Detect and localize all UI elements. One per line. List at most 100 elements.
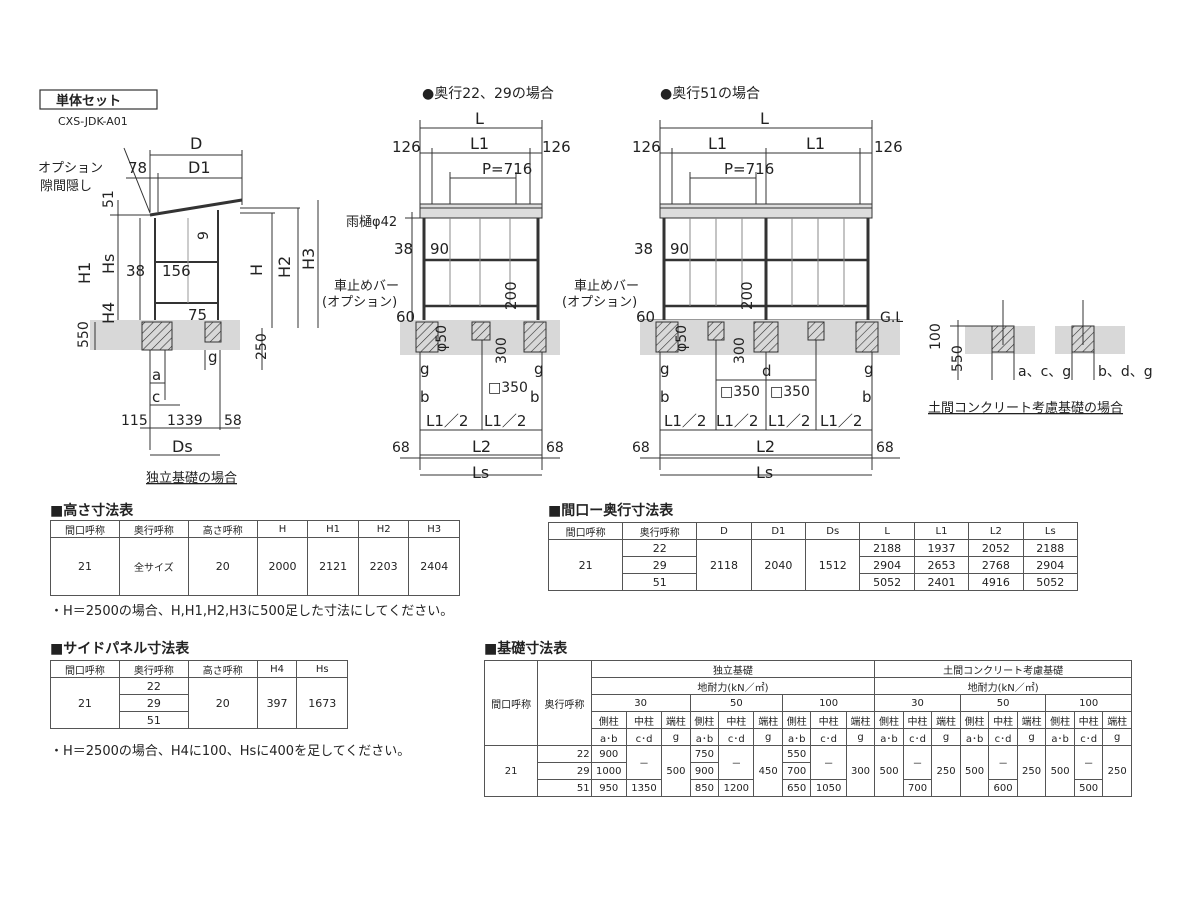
detail-label-acg: a、c、g	[1018, 364, 1071, 380]
base-th-code: c･d	[810, 728, 847, 746]
base-th-code: g	[753, 728, 783, 746]
base-cell: 650	[781, 779, 812, 797]
opening-cell-D1: 2040	[750, 539, 807, 591]
base-th-code: c･d	[625, 728, 663, 746]
front2-300: 300	[732, 337, 748, 364]
height-th-H3: H3	[408, 520, 460, 538]
panel-th: 高さ呼称	[187, 660, 258, 678]
base-cell: 250	[1016, 745, 1047, 797]
base-th-post: 端柱	[845, 711, 876, 729]
height-cell: 全サイズ	[118, 537, 189, 596]
front2-126a: 126	[632, 138, 661, 156]
height-th-width: 間口呼称	[50, 520, 120, 538]
label-Hs: Hs	[99, 254, 118, 274]
height-table-note: ・H＝2500の場合、H,H1,H2,H3に500足した寸法にしてください。	[50, 604, 454, 619]
base-cell: 250	[1102, 745, 1132, 797]
foundation-detail-lines	[950, 300, 1125, 380]
front1-126a: 126	[392, 138, 421, 156]
drawing-area: 単体セット CXS-JDK-A01 D D1 78 オプション 隙間隠し 51 …	[38, 85, 1153, 486]
height-cell: 2203	[357, 537, 410, 596]
opening-cell: 51	[622, 573, 698, 591]
base-th-post: 中柱	[625, 711, 663, 729]
front2-L1b: L1	[806, 134, 825, 153]
base-cell-depth: 51	[537, 779, 592, 797]
base-cell: 300	[845, 745, 876, 797]
detail-label-bdg: b、d、g	[1098, 364, 1153, 380]
opening-th: Ds	[805, 522, 861, 540]
panel-cell-width: 21	[50, 677, 120, 729]
base-th-code: c･d	[1073, 728, 1104, 746]
base-th-post: 側柱	[689, 711, 720, 729]
label-58: 58	[224, 413, 242, 429]
base-th-post: 中柱	[718, 711, 755, 729]
base-cell-depth: 29	[537, 762, 592, 780]
base-cell: 1000	[590, 762, 627, 780]
base-cell: 550	[781, 745, 812, 763]
height-th-H: H	[256, 520, 309, 538]
side-panel-table-title: ■サイドパネル寸法表	[50, 641, 190, 657]
base-th-post: 側柱	[874, 711, 904, 729]
panel-th: H4	[256, 660, 298, 678]
base-table-title: ■基礎寸法表	[484, 641, 568, 657]
front1-90: 90	[430, 240, 449, 258]
opening-cell: 29	[622, 556, 698, 574]
base-cell-depth: 22	[537, 745, 592, 763]
opening-th: D1	[750, 522, 807, 540]
base-th-post: 端柱	[931, 711, 961, 729]
height-cell: 21	[50, 537, 120, 596]
front1-phi50: φ50	[434, 325, 450, 352]
opening-cell: 22	[622, 539, 698, 557]
front2-126b: 126	[874, 138, 903, 156]
front2-g1: g	[660, 360, 670, 378]
base-th-post: 側柱	[590, 711, 627, 729]
base-th-load: 30	[874, 694, 961, 712]
label-D: D	[190, 134, 202, 153]
model-number: CXS-JDK-A01	[58, 115, 128, 128]
label-H4: H4	[99, 302, 118, 324]
opening-th: L1	[913, 522, 970, 540]
height-table: 間口呼称 奥行呼称 高さ呼称 H H1 H2 H3 21 全サイズ 20 200…	[50, 520, 460, 596]
base-th-code: g	[1102, 728, 1132, 746]
base-cell: 700	[902, 779, 933, 797]
opening-cell: 2052	[968, 539, 1024, 557]
base-cell: 250	[931, 745, 961, 797]
base-th-post: 中柱	[988, 711, 1018, 729]
base-cell-dash: －	[625, 745, 663, 780]
base-th-post: 側柱	[781, 711, 812, 729]
base-cell-dash: －	[902, 745, 933, 780]
base-th-code: a･b	[874, 728, 904, 746]
panel-th: 間口呼称	[50, 660, 120, 678]
label-a: a	[152, 366, 161, 384]
opening-cell: 5052	[859, 573, 915, 591]
front1-L1: L1	[470, 134, 489, 153]
base-cell: 1350	[625, 779, 663, 797]
base-cell: 950	[590, 779, 627, 797]
base-th-code: a･b	[781, 728, 812, 746]
front1-68b: 68	[546, 440, 564, 456]
front2-half1: L1／2	[664, 412, 706, 430]
label-1339: 1339	[167, 413, 203, 429]
front2-L1a: L1	[708, 134, 727, 153]
base-cell-dash: －	[988, 745, 1018, 780]
opening-cell: 2188	[859, 539, 915, 557]
base-cell: 600	[988, 779, 1018, 797]
base-th-group1: 独立基礎	[590, 660, 876, 678]
front1-g1: g	[420, 360, 430, 378]
front2-half3: L1／2	[768, 412, 810, 430]
opening-table: 間口呼称 奥行呼称 D D1 Ds L L1 L2 Ls 21 22 2118 …	[547, 522, 1079, 591]
base-th-code: a･b	[959, 728, 990, 746]
base-cell: 900	[689, 762, 720, 780]
base-th-load: 100	[781, 694, 876, 712]
label-78: 78	[128, 159, 147, 177]
base-cell: 500	[874, 745, 904, 797]
front2-60: 60	[636, 308, 655, 326]
base-th-group2: 土間コンクリート考慮基礎	[874, 660, 1132, 678]
panel-cell-height: 20	[187, 677, 258, 729]
base-th-load: 50	[689, 694, 783, 712]
front2-pitch: P=716	[724, 160, 774, 178]
opening-th: L2	[968, 522, 1024, 540]
label-156: 156	[162, 262, 191, 280]
opening-cell: 2653	[913, 556, 970, 574]
side-panel-table: 間口呼称 奥行呼称 高さ呼称 H4 Hs 21 22 20 397 1673 2…	[50, 660, 348, 729]
opening-cell-Ds: 1512	[805, 539, 861, 591]
